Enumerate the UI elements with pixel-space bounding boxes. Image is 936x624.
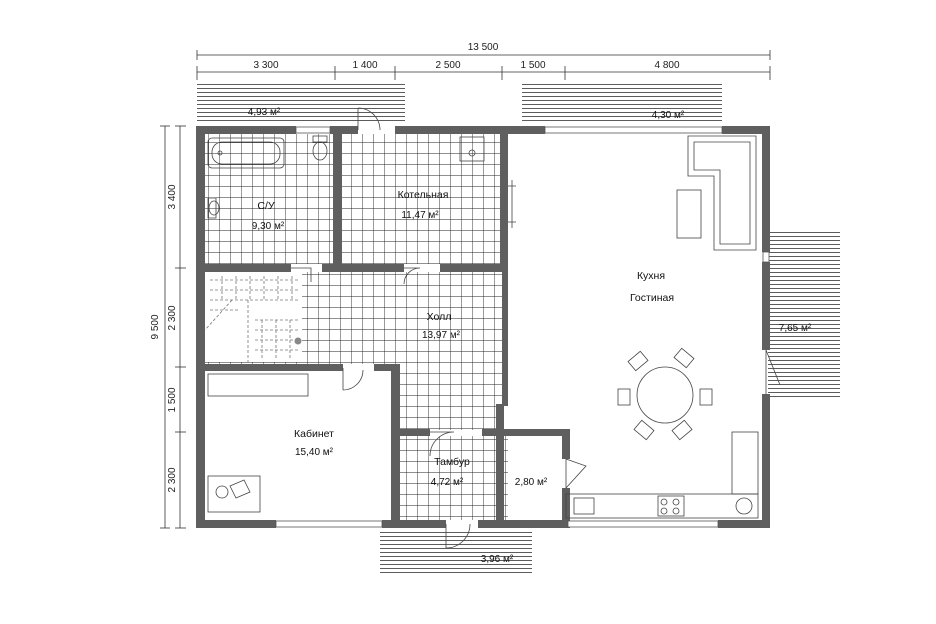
dim-top-4: 1 500	[520, 60, 545, 71]
room-label-boiler: Котельная	[398, 189, 449, 201]
living-furniture	[508, 135, 759, 519]
terrace-area-bottom: 3,96 м²	[481, 554, 514, 565]
terrace-right	[768, 232, 840, 400]
room-area-closet: 2,80 м²	[515, 477, 548, 488]
floor-hall-lower	[400, 364, 502, 430]
dim-total-width: 13 500	[468, 42, 499, 53]
terrace-top-left	[197, 82, 405, 124]
room-area-cabinet: 15,40 м²	[295, 447, 334, 458]
boiler-unit	[459, 136, 485, 162]
dim-top-5: 4 800	[654, 60, 679, 71]
dim-top-1: 3 300	[253, 60, 278, 71]
room-label-living: Гостиная	[630, 292, 674, 304]
floor-su	[205, 134, 333, 264]
bathroom-fixtures	[207, 135, 328, 219]
room-label-kitchen: Кухня	[637, 270, 665, 282]
doors	[291, 107, 781, 549]
room-label-su: С/У	[257, 200, 275, 212]
dimension-lines	[160, 50, 771, 529]
walls	[196, 126, 770, 528]
room-label-hall: Холл	[427, 311, 452, 323]
room-area-tambur: 4,72 м²	[431, 477, 464, 488]
terrace-top-right	[522, 82, 722, 124]
room-label-cabinet: Кабинет	[294, 428, 334, 440]
terrace-area-right: 7,65 м²	[779, 323, 812, 334]
cabinet-furniture	[207, 373, 309, 513]
dim-total-height: 9 500	[150, 314, 161, 339]
dim-top-3: 2 500	[435, 60, 460, 71]
room-area-hall: 13,97 м²	[422, 330, 461, 341]
dim-top-2: 1 400	[352, 60, 377, 71]
dim-left-1: 3 400	[167, 184, 178, 209]
room-area-boiler: 11,47 м²	[401, 210, 439, 221]
room-label-tambur: Тамбур	[434, 456, 470, 468]
terrace-area-top-right: 4,30 м²	[652, 110, 685, 121]
floor-cabinet	[205, 370, 391, 520]
dim-left-2: 2 300	[167, 305, 178, 330]
terrace-bottom	[380, 530, 532, 574]
floor-kitchen	[508, 134, 762, 520]
terrace-area-top-left: 4,93 м²	[248, 107, 281, 118]
staircase	[204, 272, 302, 362]
floor-tambur	[400, 436, 496, 520]
dim-left-4: 2 300	[167, 467, 178, 492]
dim-left-3: 1 500	[167, 387, 178, 412]
windows	[275, 126, 770, 528]
room-area-su: 9,30 м²	[252, 221, 285, 232]
